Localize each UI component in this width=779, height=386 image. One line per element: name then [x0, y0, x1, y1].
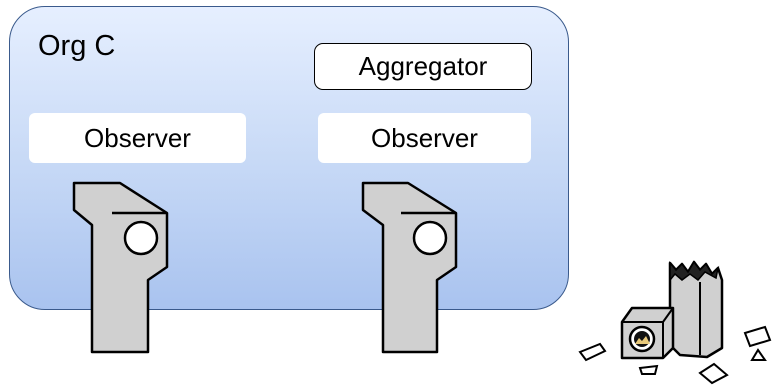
- observer-box-1[interactable]: Observer: [29, 113, 246, 163]
- broken-camera-icon: [578, 260, 772, 385]
- aggregator-box[interactable]: Aggregator: [314, 43, 532, 90]
- org-title: Org C: [38, 30, 116, 62]
- camera-sensor-icon: [361, 181, 458, 354]
- observer-box-2[interactable]: Observer: [318, 113, 531, 163]
- camera-sensor-icon: [72, 181, 169, 354]
